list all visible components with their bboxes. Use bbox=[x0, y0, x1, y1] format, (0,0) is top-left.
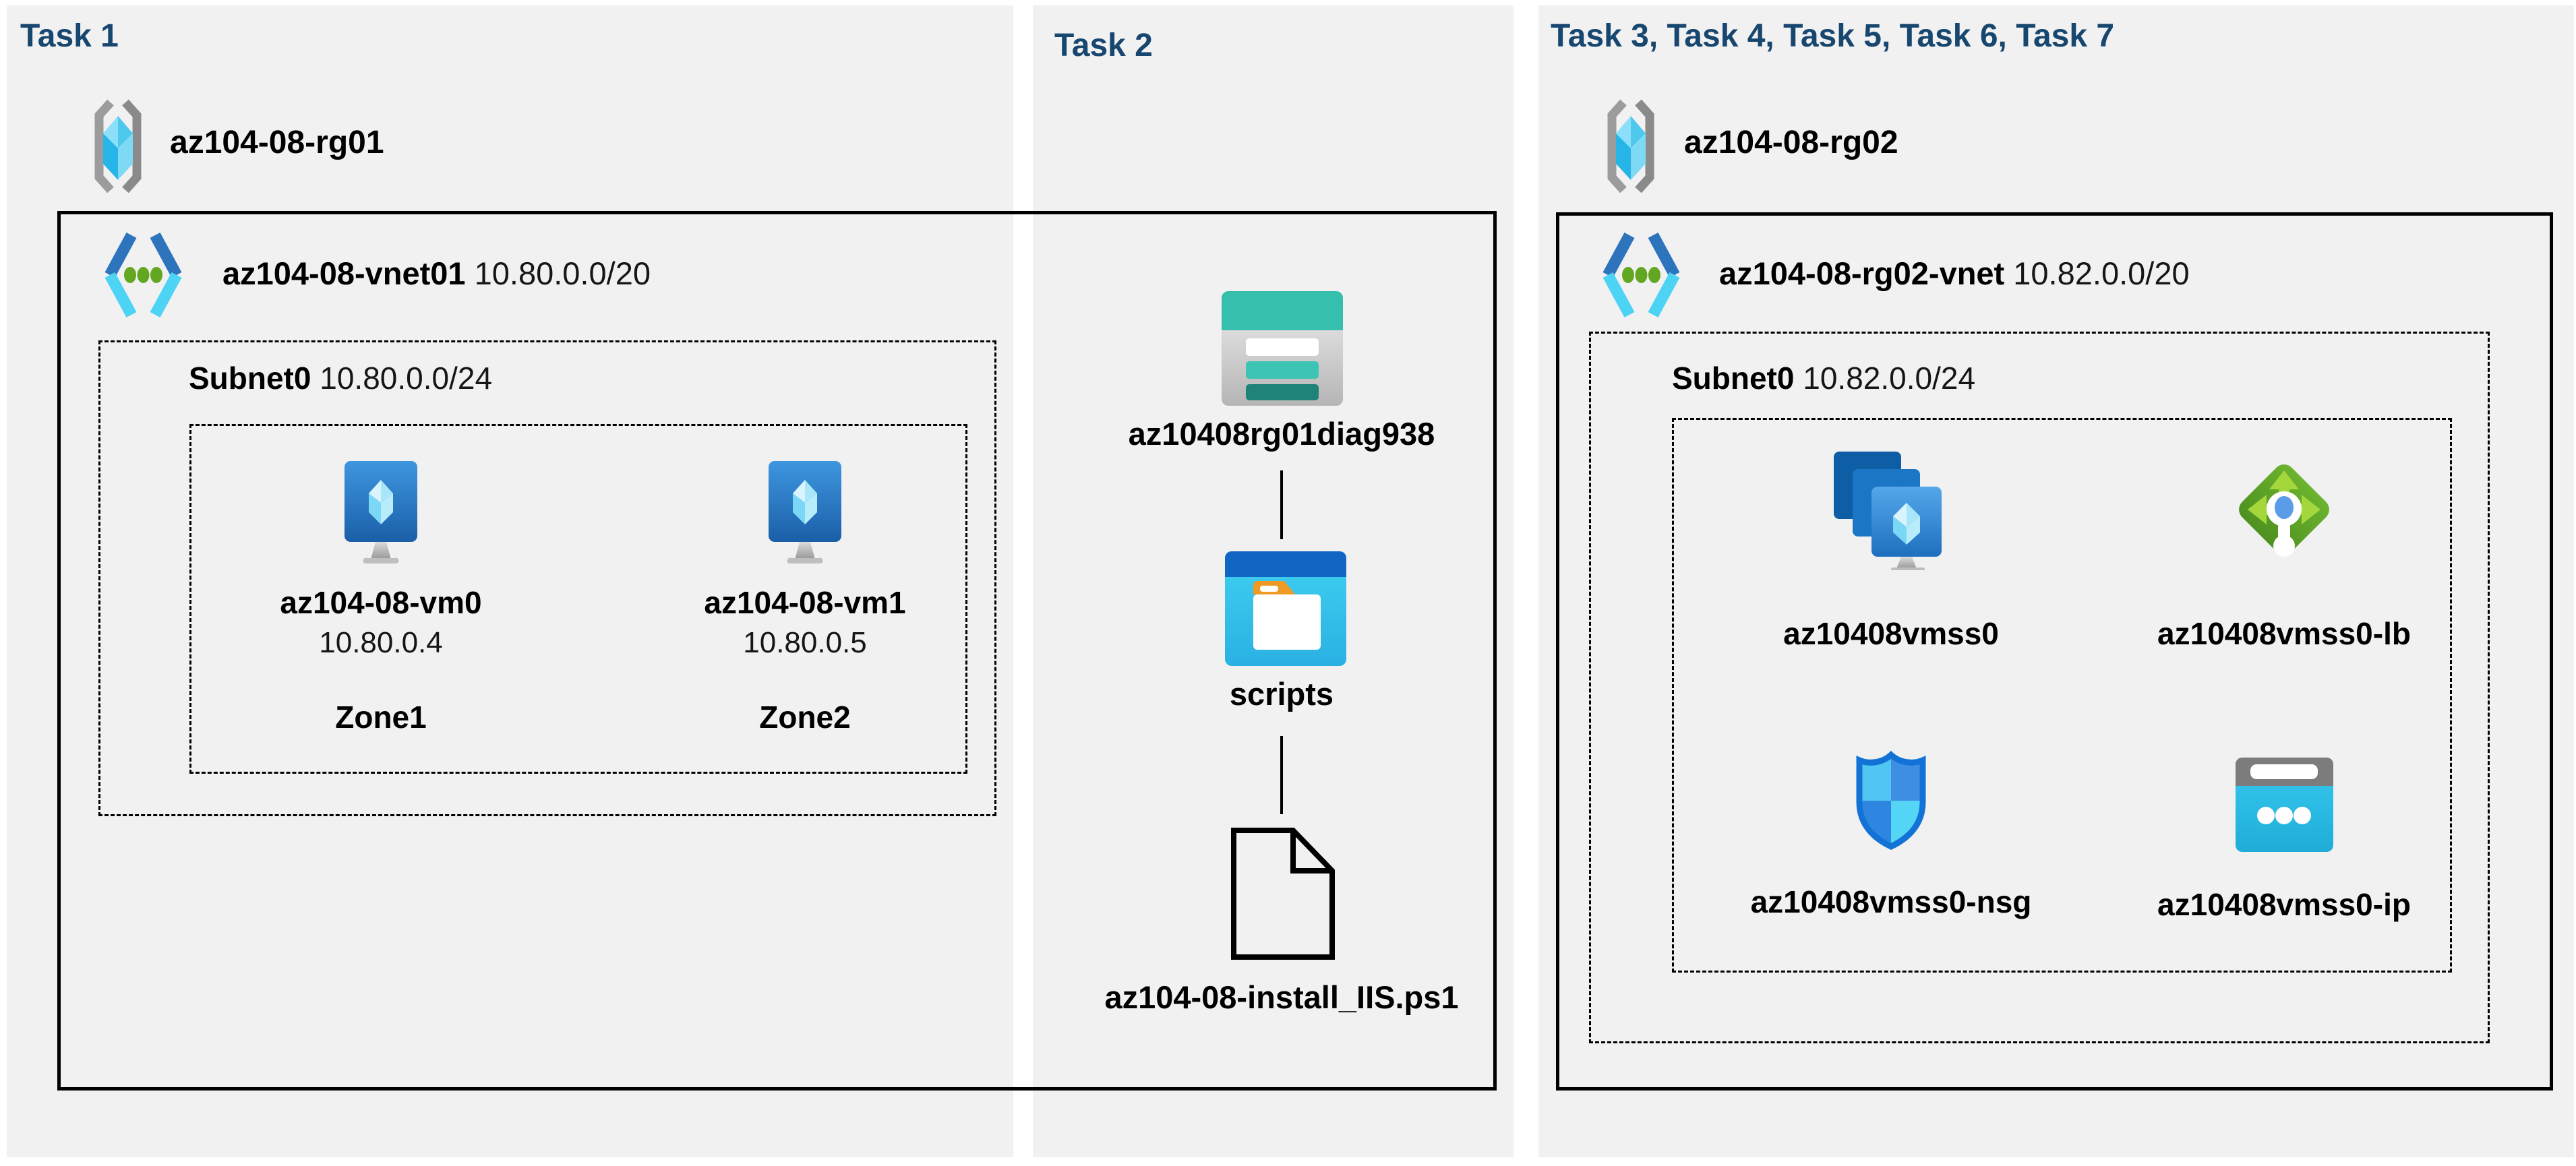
vm1-name: az104-08-vm1 bbox=[704, 585, 906, 620]
public-ip-node: az10408vmss0-ip bbox=[2109, 758, 2459, 922]
vmss-node: az10408vmss0 bbox=[1716, 450, 2066, 651]
subnet2-cidr: 10.82.0.0/24 bbox=[1803, 361, 1976, 396]
vm1-ip: 10.80.0.5 bbox=[743, 626, 867, 659]
storage-account-icon bbox=[1222, 291, 1343, 406]
nsg-node: az10408vmss0-nsg bbox=[1716, 749, 2066, 919]
rg2-label: az104-08-rg02 bbox=[1684, 125, 1898, 160]
subnet1-name: Subnet0 bbox=[189, 361, 311, 396]
resource-group-icon bbox=[1607, 99, 1654, 193]
vnet1-cidr: 10.80.0.0/20 bbox=[474, 255, 651, 291]
subnet1-box bbox=[98, 340, 996, 816]
virtual-network-icon bbox=[1602, 232, 1680, 318]
connector-storage-to-container bbox=[1280, 470, 1283, 539]
file-icon bbox=[1231, 828, 1335, 960]
subnet1-cidr: 10.80.0.0/24 bbox=[320, 361, 493, 396]
storage-account-label: az10408rg01diag938 bbox=[1128, 416, 1435, 452]
panel-task3 bbox=[1538, 5, 2574, 1157]
public-ip-label: az10408vmss0-ip bbox=[2157, 887, 2411, 922]
task3-heading: Task 3, Task 4, Task 5, Task 6, Task 7 bbox=[1551, 18, 2115, 54]
blob-container-icon bbox=[1225, 551, 1346, 666]
subnet1-label: Subnet0 10.80.0.0/24 bbox=[189, 360, 492, 396]
blob-container-label: scripts bbox=[1229, 676, 1334, 712]
vnet1-label: az104-08-vnet01 10.80.0.0/20 bbox=[222, 255, 651, 292]
load-balancer-node: az10408vmss0-lb bbox=[2109, 452, 2459, 651]
subnet2-label: Subnet0 10.82.0.0/24 bbox=[1672, 360, 1975, 396]
virtual-machine-icon bbox=[345, 461, 417, 563]
resource-group-icon bbox=[94, 99, 142, 193]
subnet2-box bbox=[1589, 332, 2490, 1043]
vnet2-cidr: 10.82.0.0/20 bbox=[2013, 255, 2190, 291]
connector-container-to-file bbox=[1280, 736, 1283, 814]
vm-scale-set-icon bbox=[1833, 452, 1942, 570]
vm1-zone: Zone2 bbox=[759, 700, 851, 735]
vm-group-box bbox=[189, 424, 967, 774]
vmss-group-box bbox=[1672, 418, 2452, 973]
script-file-label: az104-08-install_IIS.ps1 bbox=[1104, 979, 1459, 1015]
rg1-label: az104-08-rg01 bbox=[170, 125, 384, 160]
vmss-label: az10408vmss0 bbox=[1783, 616, 1999, 651]
load-balancer-icon bbox=[2239, 464, 2329, 557]
panel-task1 bbox=[7, 5, 1013, 1157]
vm0-zone: Zone1 bbox=[335, 700, 427, 735]
public-ip-icon bbox=[2235, 758, 2333, 852]
nsg-label: az10408vmss0-nsg bbox=[1750, 884, 2032, 919]
vnet2-name: az104-08-rg02-vnet bbox=[1719, 255, 2005, 291]
task1-heading: Task 1 bbox=[20, 18, 119, 54]
vm0-node: az104-08-vm0 10.80.0.4 Zone1 bbox=[239, 460, 522, 735]
vnet1-name: az104-08-vnet01 bbox=[222, 255, 466, 291]
subnet2-name: Subnet0 bbox=[1672, 361, 1795, 396]
vnet1-boundary-box bbox=[57, 211, 1497, 1091]
virtual-network-icon bbox=[104, 232, 182, 318]
task2-heading: Task 2 bbox=[1054, 28, 1153, 63]
vnet2-label: az104-08-rg02-vnet 10.82.0.0/20 bbox=[1719, 255, 2190, 292]
vm1-node: az104-08-vm1 10.80.0.5 Zone2 bbox=[663, 460, 947, 735]
vm0-name: az104-08-vm0 bbox=[280, 585, 482, 620]
vnet2-boundary-box bbox=[1556, 212, 2553, 1091]
vm0-ip: 10.80.0.4 bbox=[319, 626, 443, 659]
load-balancer-label: az10408vmss0-lb bbox=[2157, 616, 2411, 651]
virtual-machine-icon bbox=[769, 461, 841, 563]
network-security-group-icon bbox=[1856, 750, 1926, 850]
